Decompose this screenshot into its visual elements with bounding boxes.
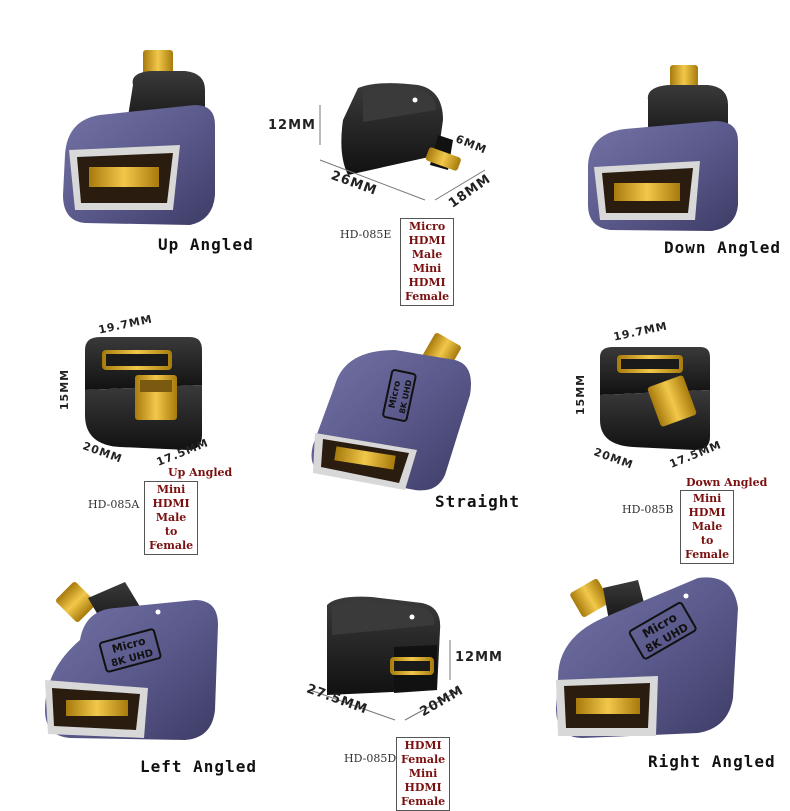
hd085e-model: HD-085E bbox=[340, 228, 392, 241]
hd085a-model: HD-085A bbox=[88, 498, 140, 511]
hd085b-description: Mini HDMI Male to Female bbox=[680, 490, 735, 564]
straight-adapter-image: Micro 8K UHD bbox=[311, 333, 471, 491]
hd085d-desc-line2: Mini HDMI Female bbox=[401, 767, 446, 808]
hd085a-dim-side: 15MM bbox=[58, 368, 72, 411]
hd085e-dim-height: 12MM bbox=[268, 118, 316, 133]
hd085a-desc-line1: Mini HDMI bbox=[152, 483, 190, 510]
hd085a-adapter-image bbox=[85, 337, 202, 450]
hd085b-dim-side: 15MM bbox=[574, 373, 588, 416]
up-angled-label: Up Angled bbox=[158, 235, 254, 254]
hd085d-desc-line1: HDMI Female bbox=[401, 739, 446, 766]
hd085e-dimension-lines bbox=[319, 105, 486, 201]
hd085e-desc-line2: Mini HDMI Female bbox=[405, 262, 450, 303]
down-angled-label: Down Angled bbox=[664, 238, 781, 257]
left-angled-adapter-image: Micro 8K UHD bbox=[45, 582, 218, 740]
hd085b-desc-line1: Mini HDMI bbox=[688, 492, 726, 519]
left-angled-label: Left Angled bbox=[140, 757, 257, 776]
hd085b-dim-top: 19.7MM bbox=[612, 319, 669, 344]
hd085a-note: Up Angled bbox=[168, 466, 233, 479]
hd085e-desc-line1: Micro HDMI Male bbox=[408, 220, 446, 261]
hd085e-description: Micro HDMI Male Mini HDMI Female bbox=[400, 218, 455, 306]
hd085a-desc-line2: Male to Female bbox=[149, 511, 194, 552]
down-angled-adapter-image bbox=[588, 65, 738, 231]
hd085d-dimension-lines bbox=[309, 640, 461, 721]
hd085d-description: HDMI Female Mini HDMI Female bbox=[396, 737, 451, 811]
right-angled-label: Right Angled bbox=[648, 752, 776, 771]
hd085b-model: HD-085B bbox=[622, 503, 674, 516]
hd085d-model: HD-085D bbox=[344, 752, 397, 765]
hd085b-note: Down Angled bbox=[686, 476, 768, 489]
up-angled-adapter-image bbox=[63, 50, 215, 225]
right-angled-adapter-image: Micro 8K UHD bbox=[556, 577, 738, 738]
straight-label: Straight bbox=[435, 492, 521, 511]
hd085a-description: Mini HDMI Male to Female bbox=[144, 481, 199, 555]
hd085e-adapter-image bbox=[341, 83, 461, 175]
hd085d-adapter-image bbox=[327, 596, 441, 695]
hd085b-adapter-image bbox=[600, 347, 710, 450]
hd085d-dim-height: 12MM bbox=[455, 650, 503, 665]
hd085a-dim-top: 19.7MM bbox=[97, 312, 154, 337]
hd085b-desc-line2: Male to Female bbox=[685, 520, 730, 561]
